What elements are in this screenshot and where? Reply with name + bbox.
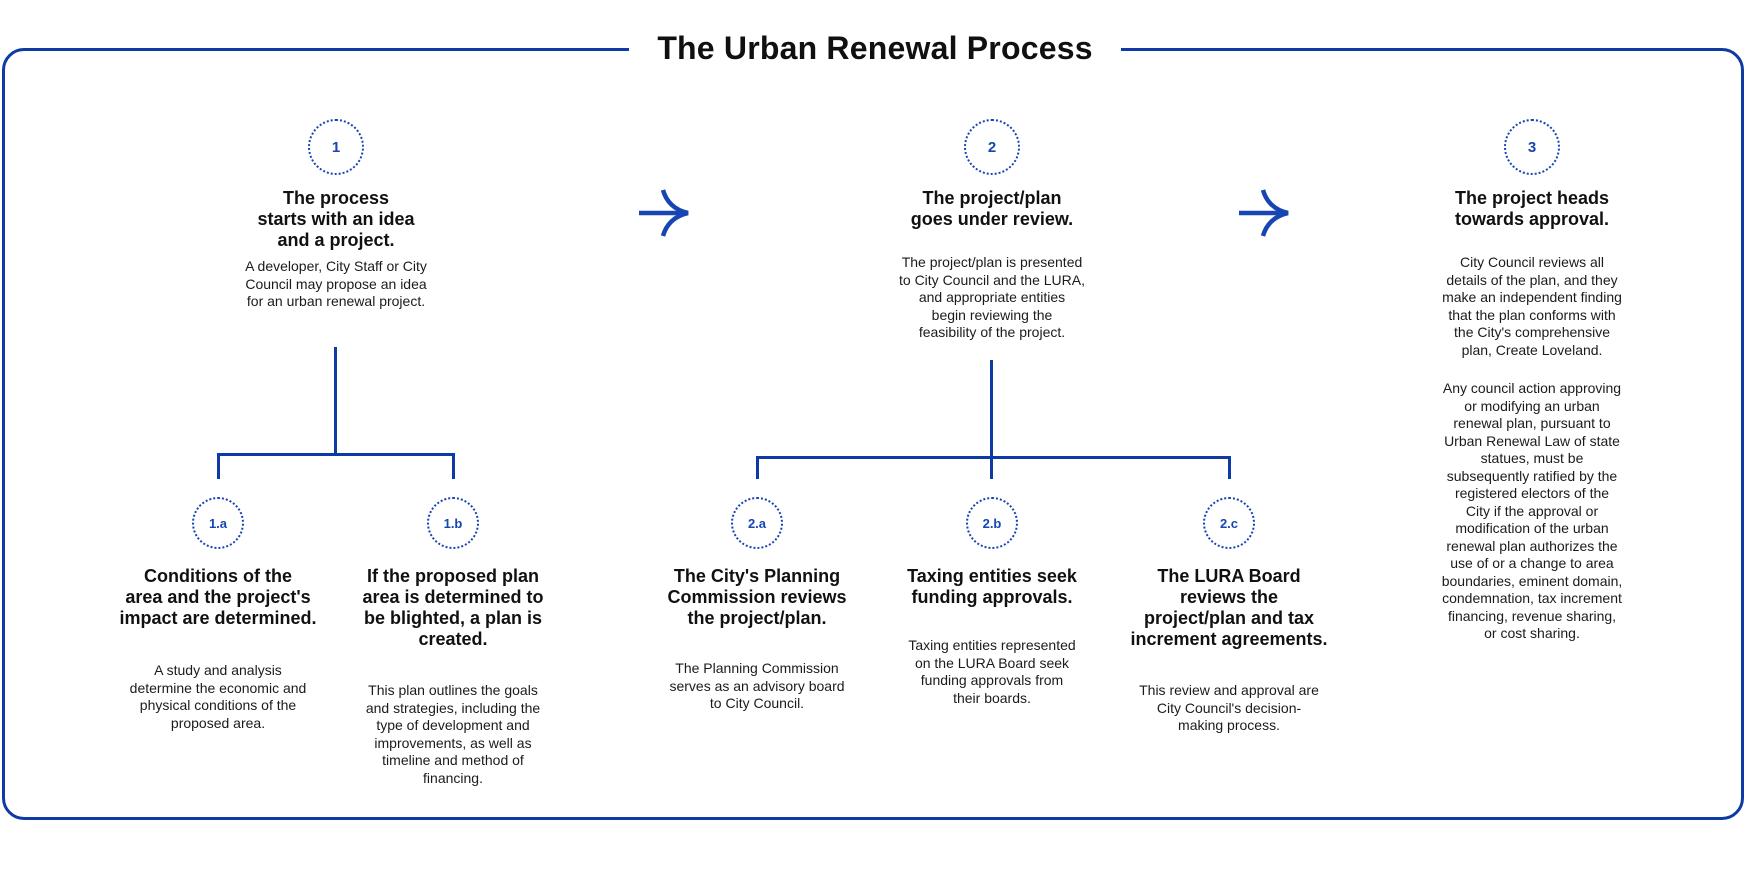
substep-2a-number: 2.a (747, 515, 767, 531)
step-3-body-paragraph-1: City Council reviews all details of the … (1442, 254, 1622, 358)
connector-step2-drop-right (1228, 456, 1231, 479)
substep-1b-number: 1.b (443, 515, 463, 531)
step-3-heading: The project heads towards approval. (1454, 188, 1610, 229)
step-1-badge: 1 (308, 119, 364, 175)
substep-2c-heading: The LURA Board reviews the project/plan … (1130, 566, 1328, 649)
arrow-right-icon (1239, 189, 1289, 237)
substep-2b-heading: Taxing entities seek funding approvals. (907, 566, 1077, 607)
step-1-number: 1 (331, 138, 341, 156)
substep-1a-heading: Conditions of the area and the project's… (119, 566, 317, 628)
connector-step1-stem (334, 347, 337, 455)
connector-step2-bar (756, 456, 1231, 459)
substep-1b-heading: If the proposed plan area is determined … (362, 566, 544, 649)
substep-2b-body: Taxing entities represented on the LURA … (908, 637, 1076, 706)
connector-step1-drop-right (452, 453, 455, 479)
substep-2c-body: This review and approval are City Counci… (1139, 682, 1319, 733)
substep-1b-badge: 1.b (427, 497, 479, 549)
substep-1b-body: This plan outlines the goals and strateg… (365, 682, 541, 786)
page-title: The Urban Renewal Process (629, 26, 1121, 70)
step-1-heading: The process starts with an idea and a pr… (257, 188, 415, 250)
step-2-badge: 2 (964, 119, 1020, 175)
step-2-number: 2 (987, 138, 997, 156)
substep-2b-badge: 2.b (966, 497, 1018, 549)
substep-2a-badge: 2.a (731, 497, 783, 549)
substep-2c-badge: 2.c (1203, 497, 1255, 549)
step-3-number: 3 (1527, 138, 1537, 156)
substep-1a-number: 1.a (208, 515, 228, 531)
step-2-body: The project/plan is presented to City Co… (899, 254, 1085, 340)
step-1-body: A developer, City Staff or City Council … (245, 258, 427, 309)
substep-2b-number: 2.b (982, 515, 1002, 531)
substep-2c-number: 2.c (1219, 515, 1239, 531)
substep-2a-body: The Planning Commission serves as an adv… (669, 660, 845, 711)
substep-1a-badge: 1.a (192, 497, 244, 549)
substep-2a-heading: The City's Planning Commission reviews t… (667, 566, 847, 628)
connector-step2-drop-left (756, 456, 759, 479)
connector-step2-stem (990, 360, 993, 479)
step-3-body-paragraph-2: Any council action approving or modifyin… (1441, 380, 1623, 641)
step-2-heading: The project/plan goes under review. (910, 188, 1074, 229)
connector-step1-drop-left (217, 453, 220, 479)
title-bar: The Urban Renewal Process (0, 26, 1750, 70)
step-3-badge: 3 (1504, 119, 1560, 175)
connector-step1-bar (217, 453, 455, 456)
arrow-right-icon (639, 189, 689, 237)
substep-1a-body: A study and analysis determine the econo… (129, 662, 307, 731)
